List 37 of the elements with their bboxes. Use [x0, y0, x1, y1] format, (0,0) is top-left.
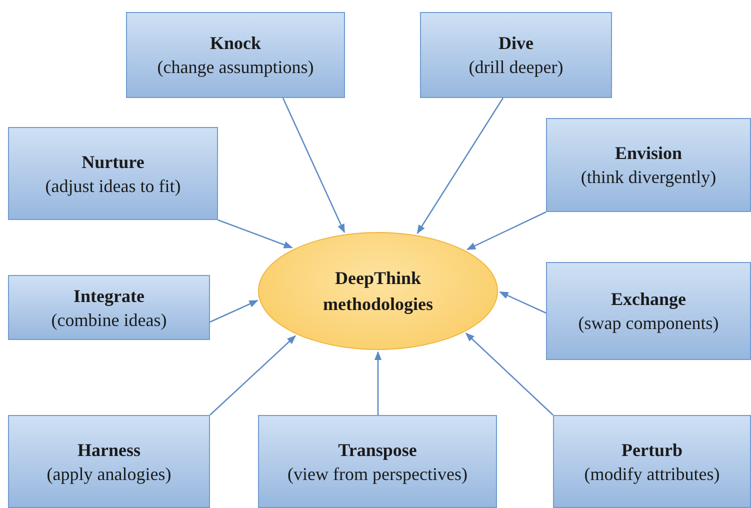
arrow [210, 335, 296, 416]
method-box [8, 127, 218, 220]
method-box [546, 262, 751, 360]
arrow [465, 332, 554, 416]
method-description: (modify attributes) [584, 462, 720, 486]
method-title: Knock [210, 32, 261, 55]
arrow [416, 98, 504, 234]
method-box [8, 275, 210, 340]
method-description: (drill deeper) [468, 56, 564, 79]
method-box [8, 415, 210, 508]
method-title: Exchange [610, 288, 686, 311]
arrow [466, 211, 546, 250]
arrow [499, 291, 546, 314]
method-description: (view from perspectives) [288, 462, 468, 486]
method-box [553, 415, 751, 508]
method-title: Perturb [622, 438, 682, 462]
method-title: Dive [498, 32, 534, 55]
method-title: Harness [78, 438, 140, 462]
arrow [218, 219, 293, 248]
method-box [126, 12, 345, 98]
method-box [546, 118, 751, 212]
method-box [420, 12, 612, 98]
method-description: (apply analogies) [46, 462, 172, 486]
method-title: Nurture [82, 150, 144, 174]
method-description: (adjust ideas to fit) [45, 174, 181, 198]
method-title: Integrate [74, 284, 144, 308]
method-description: (combine ideas) [51, 308, 167, 332]
method-box [258, 415, 497, 508]
method-title: DeepThink methodologies [322, 267, 434, 316]
method-title: Transpose [338, 438, 417, 462]
arrow [374, 351, 382, 415]
method-title: Envision [614, 142, 682, 165]
arrow [282, 98, 346, 234]
method-description: (swap components) [578, 312, 719, 335]
method-description: (change assumptions) [157, 56, 314, 79]
arrow [210, 300, 258, 323]
method-description: (think divergently) [580, 166, 716, 189]
